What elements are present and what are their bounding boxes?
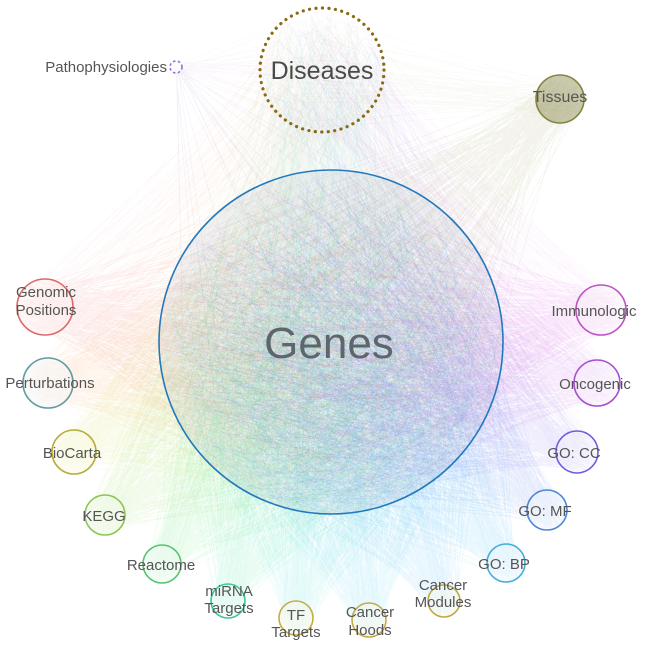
- label-pathophysiologies: Pathophysiologies: [45, 59, 167, 76]
- node-genes[interactable]: [158, 169, 504, 515]
- node-cancer-modules[interactable]: [427, 584, 461, 618]
- edge-bundle-tissues-diseases: [266, 17, 581, 128]
- node-biocarta[interactable]: [51, 429, 97, 475]
- label-oncogenic: Oncogenic: [559, 376, 631, 393]
- edge-bundle-diseases-genes: [163, 14, 499, 512]
- node-perturbations[interactable]: [22, 357, 74, 409]
- edge-bundle-biocarta-genes: [53, 180, 501, 501]
- node-diseases[interactable]: [258, 6, 386, 134]
- edge-bundle-oncogenic-diseases: [273, 19, 615, 404]
- edge-bundle-cancer-hoods-genes: [165, 182, 496, 636]
- edge-bundle-go-bp-diseases: [267, 11, 522, 581]
- edge-bundle-reactome-genes: [144, 181, 500, 581]
- node-go-mf[interactable]: [526, 489, 568, 531]
- node-kegg[interactable]: [84, 494, 126, 536]
- label-go-bp: GO: BP: [478, 556, 530, 573]
- edge-bundle-cancer-modules-diseases: [263, 17, 456, 613]
- edge-bundle-go-mf-genes: [170, 176, 566, 529]
- edge-bundle-tf-targets-genes: [167, 174, 497, 634]
- edge-bundle-pathophysiologies-diseases: [171, 15, 377, 131]
- label-go-cc: GO: CC: [547, 445, 601, 462]
- label-diseases: Diseases: [271, 57, 374, 85]
- edge-bundle-oncogenic-genes: [162, 178, 617, 511]
- label-reactome: Reactome: [127, 557, 195, 574]
- label-kegg: KEGG: [82, 508, 125, 525]
- edge-bundle-tf-targets-diseases: [281, 23, 372, 631]
- label-tissues: Tissues: [533, 89, 588, 106]
- node-pathophysiologies[interactable]: [169, 60, 183, 74]
- node-oncogenic[interactable]: [573, 359, 621, 407]
- node-tf-targets[interactable]: [278, 600, 314, 636]
- edge-bundle-go-cc-genes: [163, 178, 597, 504]
- label-layer: Genes Diseases PathophysiologiesTissuesGen…: [5, 57, 637, 641]
- node-layer: [16, 6, 627, 638]
- edge-bundle-perturbations-diseases: [26, 22, 379, 404]
- edge-bundle-kegg-diseases: [88, 16, 360, 531]
- node-cancer-hoods[interactable]: [351, 602, 387, 638]
- edge-bundle-immunologic-genes: [174, 194, 622, 512]
- node-genomic-positions[interactable]: [16, 278, 74, 336]
- edge-layer: [19, 9, 623, 636]
- label-perturbations: Perturbations: [5, 375, 94, 392]
- node-tissues[interactable]: [535, 74, 585, 124]
- edge-bundle-pathophysiologies-genes: [170, 62, 481, 472]
- edge-bundle-reactome-diseases: [145, 10, 382, 581]
- node-immunologic[interactable]: [575, 284, 627, 336]
- edge-bundle-perturbations-genes: [26, 180, 501, 504]
- label-immunologic: Immunologic: [551, 303, 637, 320]
- edge-bundle-go-cc-diseases: [283, 19, 594, 470]
- edge-bundle-mirna-targets-diseases: [213, 25, 383, 615]
- edge-bundle-cancer-hoods-diseases: [266, 24, 382, 629]
- node-go-bp[interactable]: [486, 543, 526, 583]
- node-reactome[interactable]: [142, 544, 182, 584]
- edge-bundle-go-bp-genes: [171, 180, 524, 580]
- edge-bundle-go-mf-diseases: [261, 18, 563, 527]
- edge-bundle-mirna-targets-genes: [164, 184, 489, 617]
- edge-bundle-cancer-modules-genes: [166, 185, 497, 616]
- node-mirna-targets[interactable]: [210, 583, 246, 619]
- edge-bundle-genomic-positions-diseases: [21, 9, 379, 332]
- label-biocarta: BioCarta: [43, 445, 102, 462]
- label-genes: Genes: [264, 319, 394, 368]
- node-go-cc[interactable]: [555, 430, 599, 474]
- edge-bundle-tissues-genes: [161, 77, 582, 506]
- label-go-mf: GO: MF: [518, 503, 571, 520]
